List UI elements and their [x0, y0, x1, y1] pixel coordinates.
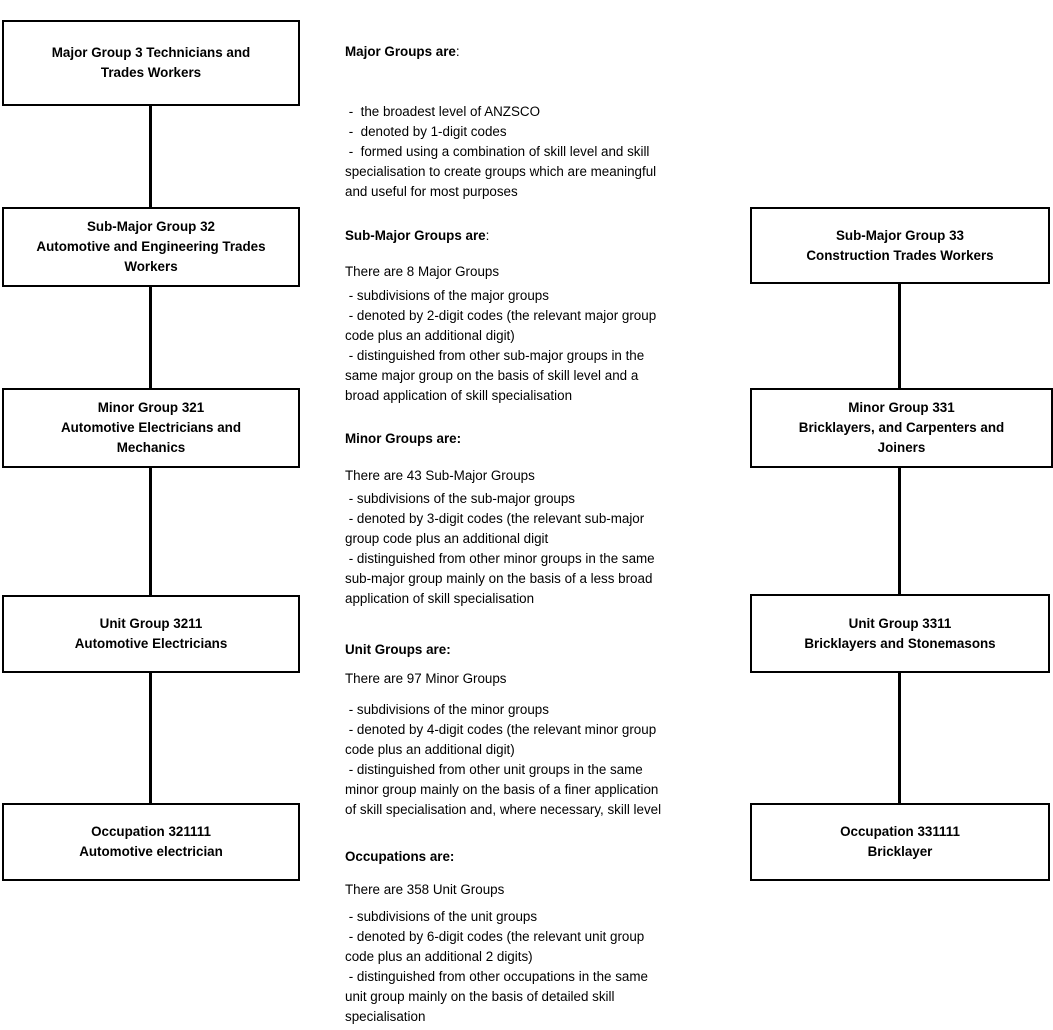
text-block-body: - subdivisions of the minor groups - den…: [345, 702, 662, 817]
text-block-heading: Sub-Major Groups are:: [345, 228, 490, 243]
box-minor-group-331: Minor Group 331 Bricklayers, and Carpent…: [750, 388, 1053, 468]
text-block-sub-major-groups: Sub-Major Groups are: - subdivisions of …: [345, 186, 656, 523]
text-block-heading: Major Groups are:: [345, 44, 460, 59]
text-block-minor-groups: Minor Groups are: - subdivisions of the …: [345, 389, 655, 729]
text-block-body: - subdivisions of the unit groups - deno…: [345, 909, 648, 1030]
box-unit-group-3311: Unit Group 3311 Bricklayers and Stonemas…: [750, 594, 1050, 673]
box-sub-major-group-32: Sub-Major Group 32 Automotive and Engine…: [2, 207, 300, 287]
box-occupation-321111: Occupation 321111 Automotive electrician: [2, 803, 300, 881]
text-block-heading: Unit Groups are:: [345, 642, 451, 657]
text-block-heading: Minor Groups are:: [345, 431, 462, 446]
text-block-count: There are 358 Unit Groups: [345, 882, 505, 897]
box-unit-group-3211: Unit Group 3211 Automotive Electricians: [2, 595, 300, 673]
text-block-body: - the broadest level of ANZSCO - denoted…: [345, 104, 657, 199]
text-block-count: There are 97 Minor Groups: [345, 671, 507, 686]
text-block-body: - subdivisions of the major groups - den…: [345, 288, 657, 403]
text-block-major-groups: Major Groups are: - the broadest level o…: [345, 2, 656, 322]
box-occupation-331111: Occupation 331111 Bricklayer: [750, 803, 1050, 881]
text-block-count: There are 43 Sub-Major Groups: [345, 468, 535, 483]
text-block-count: There are 8 Major Groups: [345, 264, 500, 279]
text-block-body: - subdivisions of the sub-major groups -…: [345, 491, 655, 606]
box-major-group-3: Major Group 3 Technicians and Trades Wor…: [2, 20, 300, 106]
text-block-occupations: Occupations are: - subdivisions of the u…: [345, 807, 648, 1030]
text-block-heading: Occupations are:: [345, 849, 455, 864]
text-block-unit-groups: Unit Groups are: - subdivisions of the m…: [345, 600, 661, 940]
box-minor-group-321: Minor Group 321 Automotive Electricians …: [2, 388, 300, 468]
connector-right-column: [898, 246, 901, 841]
box-sub-major-group-33: Sub-Major Group 33 Construction Trades W…: [750, 207, 1050, 284]
